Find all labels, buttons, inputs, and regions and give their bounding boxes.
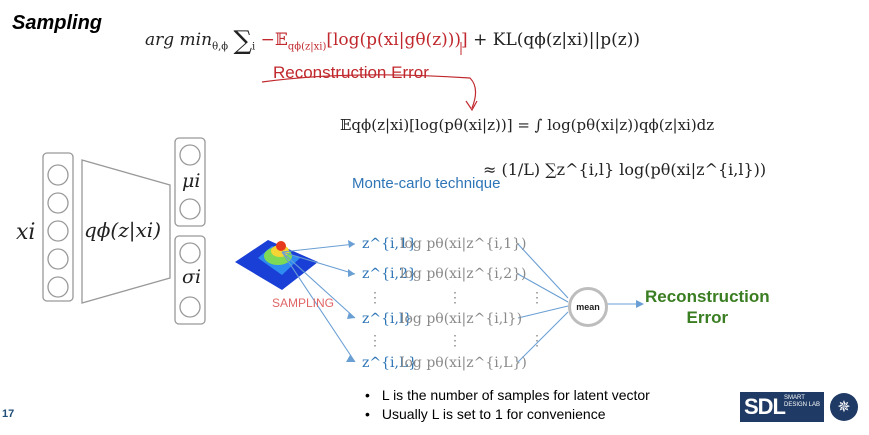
vertical-dots: ⋮ <box>368 333 382 349</box>
input-label: xi <box>16 220 35 245</box>
vertical-dots: ⋮ <box>530 290 544 306</box>
sample-z: z^{i,L} <box>362 355 400 371</box>
sample-z: z^{i,1} <box>362 236 400 252</box>
page-number: 17 <box>2 408 14 420</box>
sample-log: log pθ(xi|z^{i,2}) <box>400 266 526 282</box>
bullet-item: Usually L is set to 1 for convenience <box>365 405 650 424</box>
output-label-line1: Reconstruction <box>645 286 770 307</box>
bullet-item: L is the number of samples for latent ve… <box>365 386 650 405</box>
sdl-logo: SDL SMART DESIGN LAB <box>740 392 824 422</box>
output-label-line2: Error <box>645 307 770 328</box>
expectation-formula: 𝔼qϕ(z|xi)[log(pθ(xi|z))] = ∫ log(pθ(xi|z… <box>340 116 714 134</box>
arrowhead <box>466 101 477 110</box>
output-reconstruction-error: Reconstruction Error <box>645 286 770 328</box>
sample-row: z^{i,l}log pθ(xi|z^{i,l}) <box>362 311 522 327</box>
sample-log: log pθ(xi|z^{i,L}) <box>400 355 527 371</box>
university-seal-icon: ✵ <box>830 393 858 421</box>
vertical-dots: ⋮ <box>448 290 462 306</box>
logo-subtext: SMART DESIGN LAB <box>784 395 824 409</box>
sample-z: z^{i,2} <box>362 266 400 282</box>
mu-label: μi <box>182 170 200 192</box>
vertical-dots: ⋮ <box>448 333 462 349</box>
sigma-label: σi <box>182 266 201 288</box>
sampling-arrowheads <box>346 240 355 362</box>
input-layer <box>43 153 73 301</box>
encoder-label: qϕ(z|xi) <box>84 218 161 242</box>
gaussian-sampling-plot <box>235 240 318 290</box>
monte-carlo-label: Monte-carlo technique <box>352 175 500 192</box>
vertical-dots: ⋮ <box>368 290 382 306</box>
sample-row: z^{i,2}log pθ(xi|z^{i,2}) <box>362 266 526 282</box>
sample-row: z^{i,L}log pθ(xi|z^{i,L}) <box>362 355 527 371</box>
sample-z: z^{i,l} <box>362 311 400 327</box>
logo-text: SDL <box>744 394 785 420</box>
mean-node: mean <box>568 287 608 327</box>
sample-log: log pθ(xi|z^{i,l}) <box>400 311 522 327</box>
notes-list: L is the number of samples for latent ve… <box>365 386 650 424</box>
vertical-dots: ⋮ <box>530 333 544 349</box>
reconstruction-error-label: Reconstruction Error <box>273 63 429 83</box>
sample-log: log pθ(xi|z^{i,1}) <box>400 236 526 252</box>
sampling-label: SAMPLING <box>272 296 334 310</box>
monte-carlo-formula: ≈ (1/L) ∑z^{i,l} log(pθ(xi|z^{i,l})) <box>483 160 766 179</box>
sample-row: z^{i,1}log pθ(xi|z^{i,1}) <box>362 236 526 252</box>
